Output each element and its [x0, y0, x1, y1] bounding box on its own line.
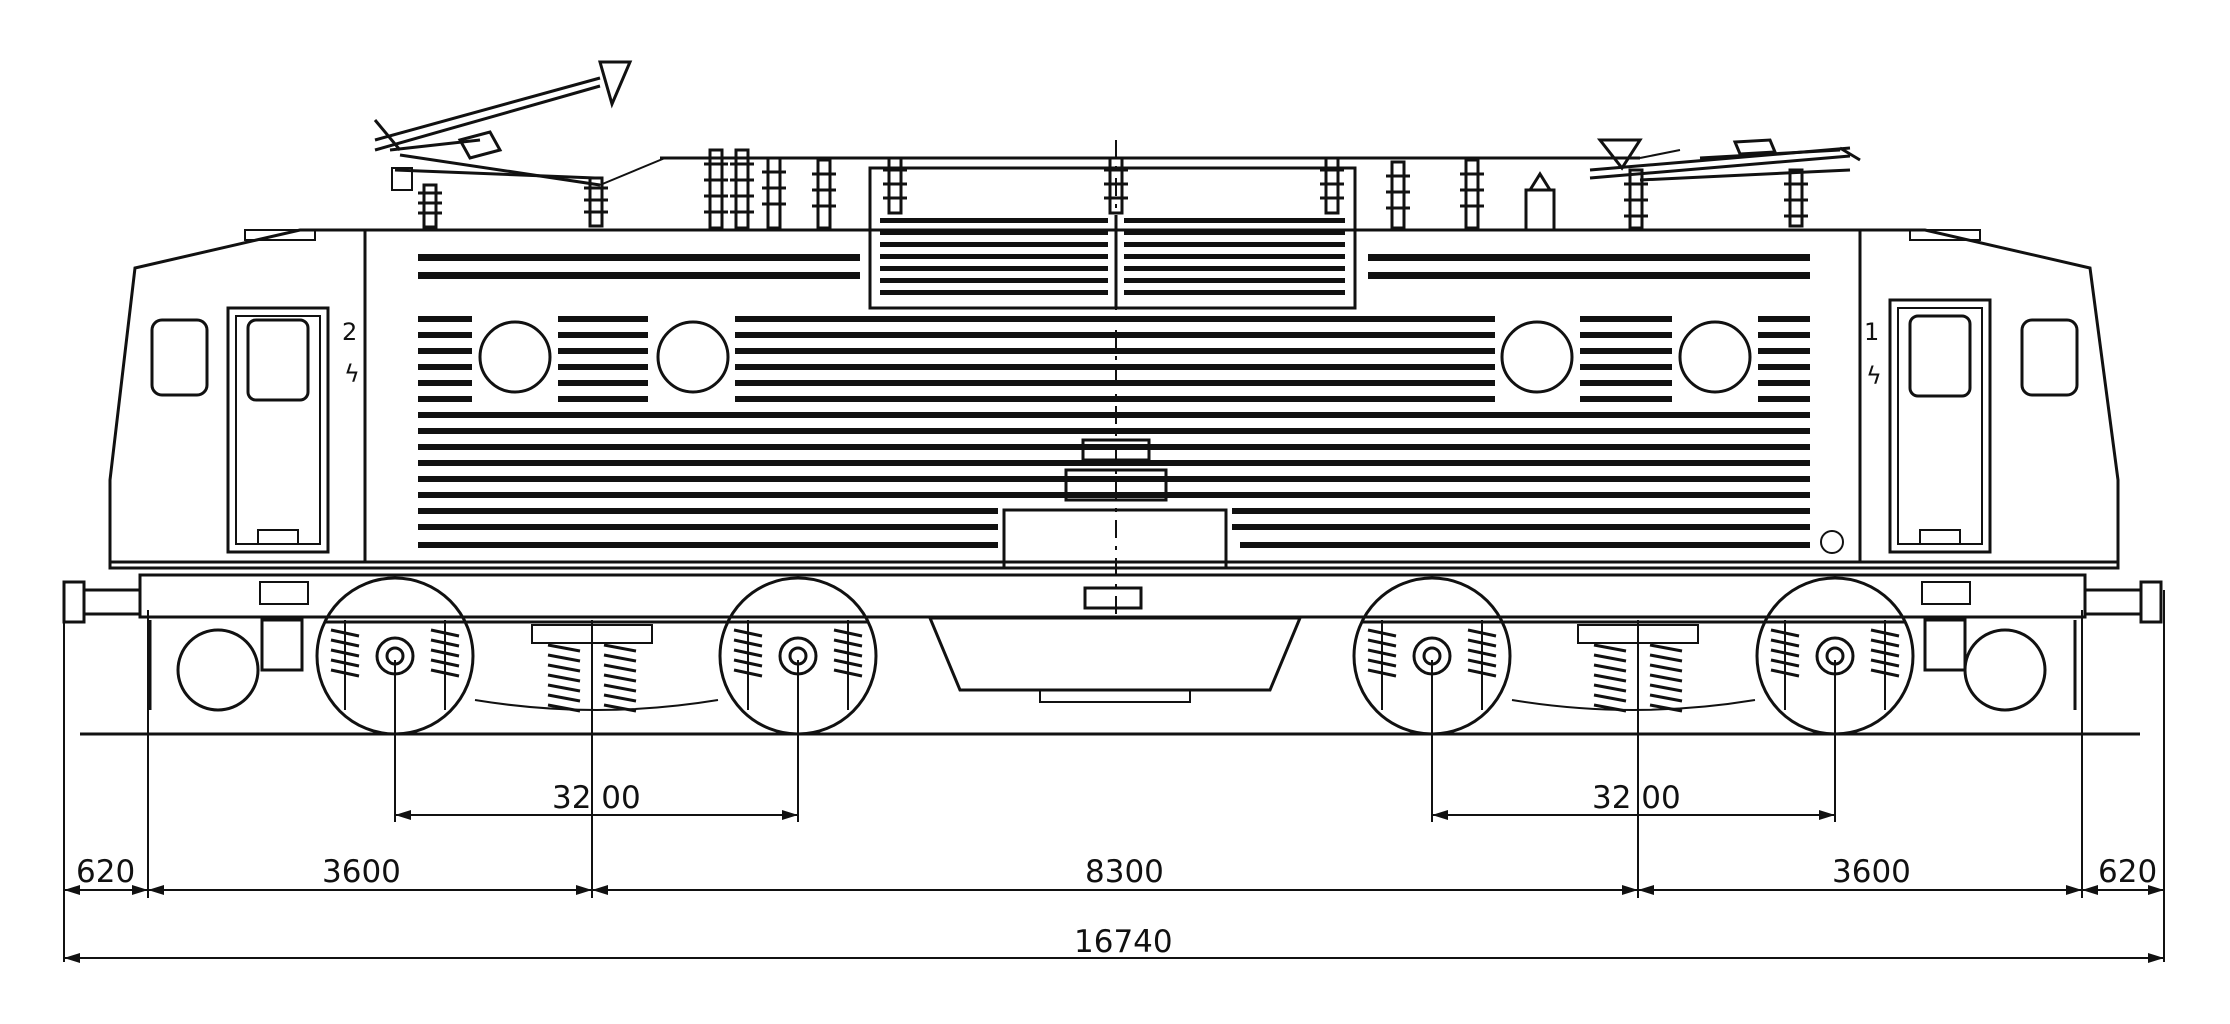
- dim-bogie-wheelbase-left: 32 00: [552, 780, 641, 816]
- louver-slot: [418, 492, 1810, 498]
- louver-slot: [880, 290, 1108, 295]
- porthole-1: [478, 320, 552, 394]
- dim-bogie-wheelbase-right: 32 00: [1592, 780, 1681, 816]
- louver-slot: [1580, 396, 1672, 402]
- louver-slot: [418, 428, 1810, 434]
- louver-slot: [1124, 278, 1345, 283]
- louver-slot: [418, 380, 472, 386]
- louver-slot: [1124, 290, 1345, 295]
- high-voltage-symbol-left: ϟ: [344, 360, 360, 388]
- louver-slot: [418, 476, 1810, 482]
- louver-slot: [558, 332, 648, 338]
- louver-slot: [418, 348, 472, 354]
- louver-slot: [1124, 230, 1345, 235]
- louver-slot: [1368, 272, 1810, 279]
- small-porthole: [1820, 530, 1844, 554]
- louver-slot: [1124, 254, 1345, 259]
- buffer-left: [62, 580, 142, 624]
- dim-bogie-pivot-left: 3600: [322, 854, 401, 890]
- cab-door-right: [1888, 298, 1992, 554]
- louver-slot: [418, 396, 472, 402]
- louver-slot: [418, 254, 860, 261]
- louver-slot: [735, 332, 1495, 338]
- high-voltage-symbol-right: ϟ: [1866, 362, 1882, 390]
- louver-slot: [735, 348, 1495, 354]
- bogie-frame-1: [325, 620, 868, 711]
- louver-slot: [558, 396, 648, 402]
- louver-slot: [1232, 508, 1810, 514]
- louver-slot: [1580, 380, 1672, 386]
- dimension-lines: [63, 590, 2165, 963]
- louver-slot: [735, 396, 1495, 402]
- louver-slot: [418, 524, 998, 530]
- cab-door-left: [226, 306, 330, 554]
- louver-slot: [1758, 316, 1810, 322]
- louver-slot: [735, 316, 1495, 322]
- cab-number-right: 1: [1864, 318, 1879, 346]
- louver-slot: [418, 460, 1810, 466]
- cab-number-left: 2: [342, 318, 357, 346]
- louver-slot: [880, 254, 1108, 259]
- wheelsets: [315, 576, 1915, 736]
- louver-slot: [1580, 348, 1672, 354]
- louver-slot: [880, 266, 1108, 271]
- louver-slot: [1758, 380, 1810, 386]
- porthole-2: [656, 320, 730, 394]
- bogie-spring-2: [1577, 620, 1699, 730]
- louver-slot: [1124, 218, 1345, 223]
- louver-slot: [1124, 266, 1345, 271]
- cab-window-right: [2020, 318, 2079, 397]
- dim-total-length: 16740: [1074, 924, 1173, 960]
- underframe: [138, 573, 2087, 619]
- pantograph-left: [373, 60, 633, 191]
- louver-slot: [1758, 332, 1810, 338]
- louver-slot: [880, 230, 1108, 235]
- porthole-4: [1678, 320, 1752, 394]
- underfloor-tank: [927, 616, 1303, 692]
- louver-slot: [418, 332, 472, 338]
- side-louvers: [418, 218, 1810, 548]
- louver-slot: [1368, 254, 1810, 261]
- louver-slot: [1758, 364, 1810, 370]
- dim-pivot-distance: 8300: [1085, 854, 1164, 890]
- wheel-3: [1352, 576, 1512, 736]
- buffer-right: [2083, 580, 2163, 624]
- louver-slot: [1240, 542, 1810, 548]
- louver-slot: [418, 542, 998, 548]
- louver-slot: [880, 242, 1108, 247]
- roof-hatch: [868, 166, 1357, 310]
- louver-slot: [418, 272, 860, 279]
- louver-slot: [418, 316, 472, 322]
- louver-slot: [558, 348, 648, 354]
- louver-slot: [735, 364, 1495, 370]
- bogie-frame-2: [1362, 620, 1905, 711]
- cab-window-left: [150, 318, 209, 397]
- dim-overhang-right: 620: [2098, 854, 2157, 890]
- louver-slot: [735, 380, 1495, 386]
- louver-slot: [418, 364, 472, 370]
- louver-slot: [1758, 348, 1810, 354]
- louver-slot: [558, 364, 648, 370]
- louver-slot: [880, 278, 1108, 283]
- louver-slot: [880, 218, 1108, 223]
- louver-slot: [1580, 364, 1672, 370]
- porthole-3: [1500, 320, 1574, 394]
- louver-slot: [1580, 332, 1672, 338]
- louver-slot: [418, 444, 1810, 450]
- pantograph-right: [1589, 138, 1861, 182]
- louver-slot: [1758, 396, 1810, 402]
- dim-bogie-pivot-right: 3600: [1832, 854, 1911, 890]
- louver-slot: [418, 508, 998, 514]
- louver-slot: [1124, 242, 1345, 247]
- louver-slot: [418, 412, 1810, 418]
- louver-slot: [1232, 524, 1810, 530]
- louver-slot: [558, 316, 648, 322]
- louver-slot: [558, 380, 648, 386]
- wheel-4: [1755, 576, 1915, 736]
- dim-overhang-left: 620: [76, 854, 135, 890]
- roof-insulators: [418, 148, 1808, 232]
- louver-slot: [1580, 316, 1672, 322]
